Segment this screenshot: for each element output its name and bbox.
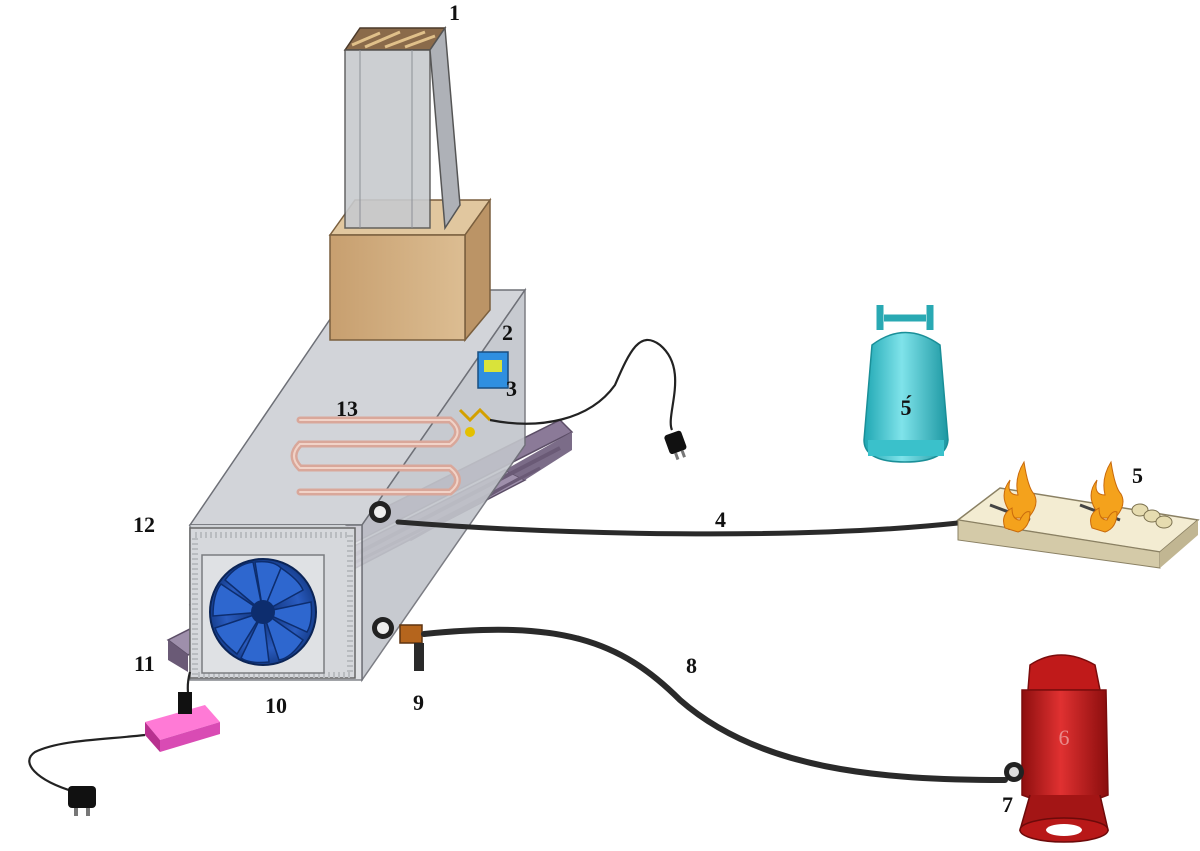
label-6: 6 [1059,725,1070,750]
heat-exchanger-coil [290,416,461,496]
speed-controller [145,692,220,752]
label-5-prime: 5́ [901,395,912,420]
gas-cylinder-icon: 5́ [863,305,949,463]
gas-hoses [395,519,1008,783]
flame-icon [1003,460,1124,533]
gas-stove [956,487,1200,569]
label-11: 11 [134,651,155,676]
glass-chimney [343,25,461,231]
label-8: 8 [686,653,697,678]
label-13: 13 [336,396,358,421]
callout-labels: 1 2 3 4 5 7 8 9 10 11 12 13 [133,0,1143,817]
red-gas-cylinder: 6 [1004,654,1109,843]
label-9: 9 [413,690,424,715]
plug-icon [68,430,687,816]
label-2: 2 [502,320,513,345]
label-7: 7 [1002,792,1013,817]
pressure-gauge-icon [369,501,394,639]
thermostat-controller [458,351,509,437]
label-1: 1 [449,0,460,25]
label-10: 10 [265,693,287,718]
label-4: 4 [715,507,726,532]
label-12: 12 [133,512,155,537]
gas-valve [399,624,424,671]
fan-icon [209,558,317,666]
label-5: 5 [1132,463,1143,488]
label-3: 3 [506,376,517,401]
